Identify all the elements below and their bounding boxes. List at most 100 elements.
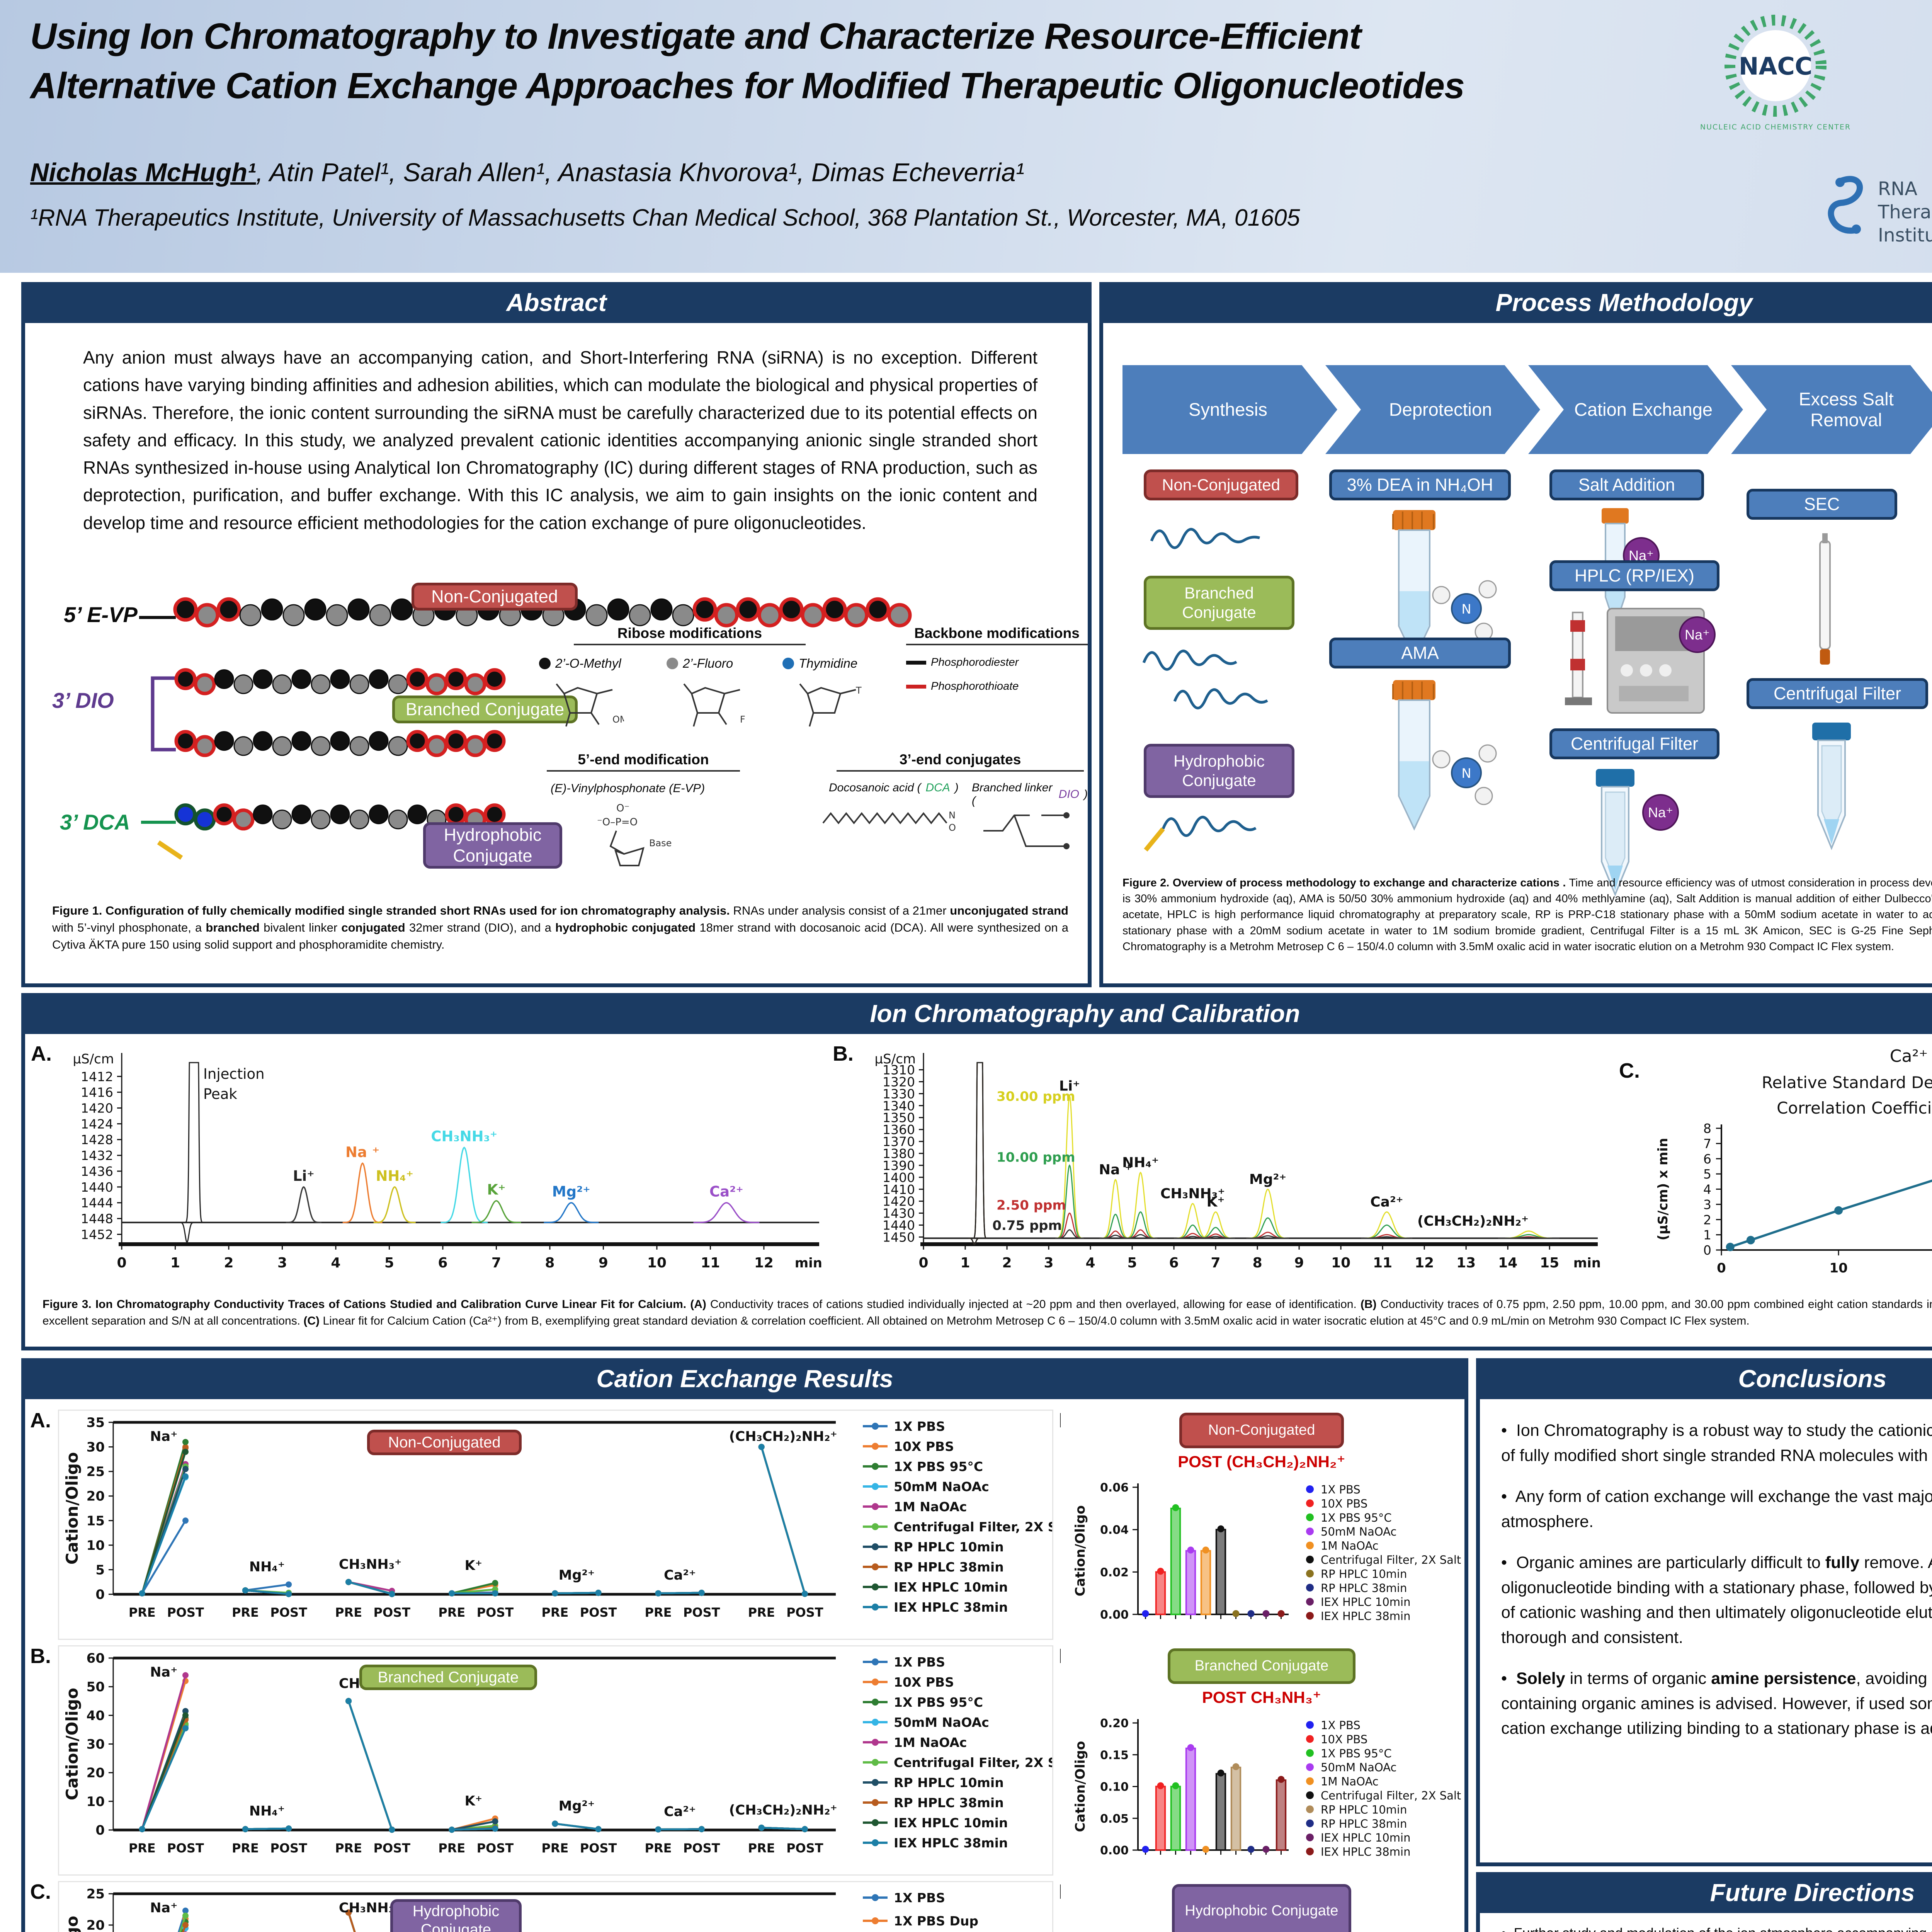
svg-text:1390: 1390 — [883, 1158, 915, 1173]
svg-text:40: 40 — [87, 1708, 105, 1723]
phosphorothioate-dash-icon — [906, 684, 926, 689]
svg-text:9: 9 — [599, 1255, 608, 1271]
affiliation: ¹RNA Therapeutics Institute, University … — [30, 204, 1300, 231]
process-box-centrifugal-filter-2: Centrifugal Filter — [1747, 678, 1928, 709]
svg-text:0: 0 — [95, 1823, 105, 1838]
svg-text:1X PBS 95°C: 1X PBS 95°C — [894, 1695, 983, 1710]
svg-text:1X PBS 95°C: 1X PBS 95°C — [1321, 1511, 1392, 1524]
process-box-ama: AMA — [1329, 638, 1511, 668]
svg-text:1X PBS 95°C: 1X PBS 95°C — [1321, 1747, 1392, 1760]
ribose-item-omethyl: 2’-O-Methyl — [539, 656, 621, 671]
svg-text:PRE: PRE — [438, 1605, 465, 1620]
svg-text:POST: POST — [477, 1841, 514, 1855]
svg-text:(CH₃CH₂)₂NH₂⁺: (CH₃CH₂)₂NH₂⁺ — [729, 1429, 837, 1444]
svg-text:20: 20 — [87, 1918, 105, 1932]
poster-title-line2: Alternative Cation Exchange Approaches f… — [30, 65, 1465, 106]
svg-text:2.50 ppm: 2.50 ppm — [997, 1197, 1066, 1213]
backbone-item-diester: Phosphorodiester — [906, 656, 1019, 669]
future-bullet: • Further study and modulation of the io… — [1501, 1924, 1932, 1932]
svg-text:POST: POST — [786, 1841, 823, 1855]
svg-text:POST: POST — [374, 1841, 411, 1855]
svg-text:30: 30 — [87, 1440, 105, 1455]
svg-text:1X PBS: 1X PBS — [894, 1890, 945, 1905]
svg-text:CH₃NH₃⁺: CH₃NH₃⁺ — [1160, 1186, 1225, 1202]
figure4d-subtitle: POST (CH₃CH₂)₂NH₂⁺ — [1178, 1452, 1345, 1471]
strand-label-dca: 3’ DCA — [60, 810, 130, 834]
rti-logo: RNA Therapeutics Institute — [1824, 166, 1932, 263]
svg-text:1436: 1436 — [81, 1164, 113, 1179]
svg-text:PRE: PRE — [335, 1605, 362, 1620]
process-box-dea: 3% DEA in NH₄OH — [1329, 469, 1511, 500]
svg-text:Cation/Oligo: Cation/Oligo — [63, 1916, 82, 1932]
svg-text:50mM NaOAc: 50mM NaOAc — [894, 1479, 989, 1494]
svg-text:RP HPLC 38min: RP HPLC 38min — [894, 1560, 1004, 1575]
svg-text:1424: 1424 — [81, 1116, 113, 1131]
svg-text:PRE: PRE — [129, 1605, 156, 1620]
svg-text:5: 5 — [384, 1255, 394, 1271]
dca-tail-icon — [157, 840, 183, 860]
svg-text:(CH₃CH₂)₂NH₂⁺: (CH₃CH₂)₂NH₂⁺ — [1417, 1213, 1529, 1229]
svg-text:Peak: Peak — [203, 1086, 237, 1102]
rti-line1: RNA — [1878, 178, 1917, 200]
svg-text:µS/cm: µS/cm — [73, 1051, 114, 1067]
svg-text:PRE: PRE — [645, 1841, 672, 1855]
svg-text:Cation/Oligo: Cation/Oligo — [63, 1688, 82, 1800]
svg-text:3: 3 — [1703, 1197, 1711, 1212]
svg-text:1: 1 — [1703, 1228, 1711, 1243]
svg-text:1X PBS 95°C: 1X PBS 95°C — [894, 1459, 983, 1474]
svg-text:50mM NaOAc: 50mM NaOAc — [894, 1715, 989, 1730]
svg-text:10X PBS: 10X PBS — [894, 1439, 954, 1454]
strand-label-dio: 3’ DIO — [52, 688, 114, 713]
svg-text:1310: 1310 — [883, 1063, 915, 1078]
svg-text:10: 10 — [1829, 1260, 1847, 1276]
svg-text:1: 1 — [960, 1255, 970, 1271]
svg-text:PRE: PRE — [748, 1605, 775, 1620]
strand-label-evp: 5’ E-VP — [64, 602, 138, 627]
svg-text:RP HPLC 10min: RP HPLC 10min — [1321, 1803, 1407, 1816]
process-box-non-conjugated: Non-Conjugated — [1144, 469, 1298, 500]
svg-text:1340: 1340 — [883, 1098, 915, 1113]
svg-text:13: 13 — [1456, 1255, 1476, 1271]
svg-text:POST: POST — [374, 1605, 411, 1620]
svg-text:Centrifugal Filter, 2X Salt: Centrifugal Filter, 2X Salt — [894, 1519, 1052, 1534]
figure4-chart-f: Hydrophobic Conjugate POST CH₃NH₃⁺ 0.00.… — [1061, 1881, 1463, 1932]
svg-text:1420: 1420 — [883, 1194, 915, 1209]
na-ion-badge: Na⁺ — [1679, 616, 1716, 653]
svg-text:1428: 1428 — [81, 1132, 113, 1147]
svg-text:10: 10 — [87, 1794, 105, 1810]
svg-text:6: 6 — [1169, 1255, 1179, 1271]
svg-text:IEX HPLC 10min: IEX HPLC 10min — [1321, 1831, 1410, 1844]
dio-bracket-icon — [151, 676, 176, 752]
svg-text:Correlation Coefficient 0.9999: Correlation Coefficient 0.999931 — [1777, 1099, 1932, 1117]
svg-text:min: min — [1573, 1255, 1601, 1271]
svg-text:PRE: PRE — [232, 1841, 259, 1855]
svg-text:Na ⁺: Na ⁺ — [345, 1144, 379, 1161]
svg-text:50mM NaOAc: 50mM NaOAc — [1321, 1761, 1396, 1774]
svg-text:(µS/cm) x min: (µS/cm) x min — [1655, 1138, 1671, 1240]
svg-text:0.15: 0.15 — [1100, 1748, 1129, 1762]
phosphorothioate-label: Phosphorothioate — [931, 680, 1019, 692]
svg-text:1432: 1432 — [81, 1148, 113, 1163]
svg-text:O⁻: O⁻ — [616, 803, 629, 814]
svg-text:OMe: OMe — [612, 714, 624, 725]
svg-text:POST: POST — [786, 1605, 823, 1620]
svg-text:0: 0 — [918, 1255, 928, 1271]
svg-text:PRE: PRE — [335, 1841, 362, 1855]
badge-branched-conjugate: Branched Conjugate — [392, 696, 578, 723]
svg-text:F: F — [740, 714, 745, 725]
svg-text:12: 12 — [754, 1255, 774, 1271]
svg-text:1X PBS: 1X PBS — [894, 1655, 945, 1670]
svg-text:RP HPLC 10min: RP HPLC 10min — [894, 1775, 1004, 1790]
ama-tube-icon — [1376, 680, 1453, 837]
svg-text:12: 12 — [1415, 1255, 1434, 1271]
svg-text:IEX HPLC 38min: IEX HPLC 38min — [894, 1600, 1008, 1615]
conclusions-header: Conclusions — [1476, 1358, 1932, 1399]
svg-text:Mg²⁺: Mg²⁺ — [559, 1799, 595, 1814]
svg-text:8: 8 — [545, 1255, 554, 1271]
svg-text:(CH₃CH₂)₂NH₂⁺: (CH₃CH₂)₂NH₂⁺ — [729, 1803, 837, 1818]
svg-text:1444: 1444 — [81, 1196, 113, 1211]
